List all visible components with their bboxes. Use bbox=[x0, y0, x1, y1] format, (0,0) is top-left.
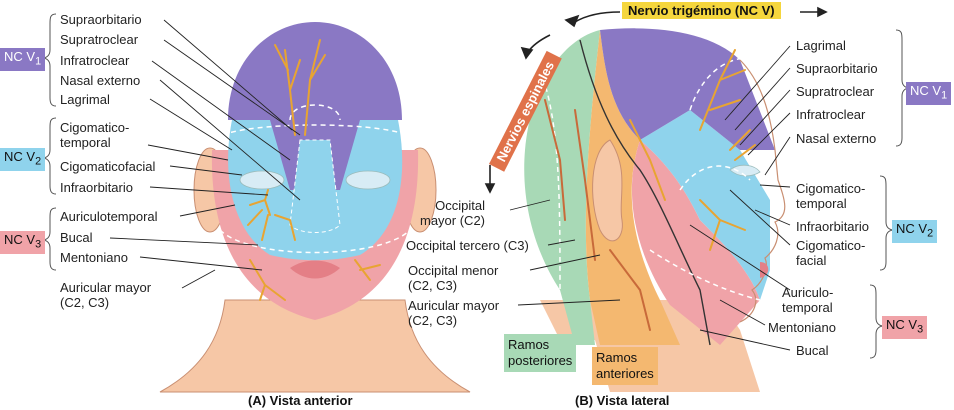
nc-v3-sub: 3 bbox=[35, 238, 42, 251]
ramos-anteriores-line1: Ramos bbox=[596, 350, 638, 365]
label-auriculo-temporal-lateral-line2: temporal bbox=[782, 300, 833, 315]
label-bucal-lateral: Bucal bbox=[796, 343, 829, 358]
label-cigomatico-temporal-line1: Cigomatico- bbox=[60, 120, 130, 135]
nc-v1-prefix: NC V bbox=[4, 49, 36, 64]
label-cigomatico-temporal-lateral: Cigomatico- temporal bbox=[796, 181, 865, 211]
label-mentoniano-anterior: Mentoniano bbox=[60, 250, 128, 265]
label-occipital-tercero: Occipital tercero (C3) bbox=[406, 238, 529, 253]
label-auricular-mayor-lateral-line1: Auricular mayor bbox=[408, 298, 500, 313]
anterior-head bbox=[159, 22, 471, 393]
label-cigomatico-temporal-lateral-line2: temporal bbox=[796, 196, 847, 211]
label-infratroclear-lateral: Infratroclear bbox=[796, 107, 866, 122]
label-auricular-mayor-line2: (C2, C3) bbox=[60, 295, 110, 310]
label-auriculo-temporal-lateral: Auriculo- temporal bbox=[782, 285, 833, 315]
label-auriculo-temporal-lateral-line1: Auriculo- bbox=[782, 285, 834, 300]
label-auriculotemporal-anterior: Auriculotemporal bbox=[60, 209, 158, 224]
label-lagrimal-anterior: Lagrimal bbox=[60, 92, 110, 107]
label-supratroclear-anterior: Supratroclear bbox=[60, 32, 139, 47]
nc-v3-prefix: NC V bbox=[4, 232, 36, 247]
label-cigomatico-facial-lateral-line2: facial bbox=[796, 253, 827, 268]
label-infraorbitario-lateral: Infraorbitario bbox=[796, 219, 869, 234]
nc-v1-sub: 1 bbox=[35, 55, 42, 68]
label-auricular-mayor-anterior: Auricular mayor (C2, C3) bbox=[60, 280, 151, 310]
trigeminal-label: Nervio trigémino (NC V) bbox=[622, 2, 781, 19]
ramos-posteriores-box: Ramos posteriores bbox=[504, 334, 577, 372]
label-cigomatico-facial-lateral: Cigomatico- facial bbox=[796, 238, 865, 268]
lateral-braces bbox=[869, 29, 911, 359]
caption-lateral: (B) Vista lateral bbox=[575, 393, 670, 408]
label-occipital-mayor-line2: mayor (C2) bbox=[420, 213, 486, 228]
label-supratroclear-lateral: Supratroclear bbox=[796, 84, 875, 99]
label-cigomatico-temporal-lateral-line1: Cigomatico- bbox=[796, 181, 866, 196]
nc-v3-box-anterior: NC V3 bbox=[0, 231, 46, 254]
ramos-anteriores-line2: anteriores bbox=[596, 366, 654, 381]
nc-v1-lateral-sub: 1 bbox=[941, 89, 948, 102]
label-supraorbitario-anterior: Supraorbitario bbox=[60, 12, 142, 27]
anterior-leader-lines bbox=[109, 19, 301, 289]
nc-v3-lateral-sub: 3 bbox=[917, 323, 924, 336]
nc-v2-prefix: NC V bbox=[4, 149, 36, 164]
label-occipital-menor-line2: (C2, C3) bbox=[408, 278, 458, 293]
label-nasal-externo-anterior: Nasal externo bbox=[60, 73, 141, 88]
label-cigomatico-facial-lateral-line1: Cigomatico- bbox=[796, 238, 866, 253]
label-infraorbitario-anterior: Infraorbitario bbox=[60, 180, 133, 195]
label-auricular-mayor-lateral-line2: (C2, C3) bbox=[408, 313, 458, 328]
nc-v2-lateral-prefix: NC V bbox=[896, 221, 928, 236]
lateral-head bbox=[524, 28, 786, 392]
label-auricular-mayor-lateral: Auricular mayor (C2, C3) bbox=[408, 298, 499, 328]
label-bucal-anterior: Bucal bbox=[60, 230, 93, 245]
nc-v1-box-lateral: NC V1 bbox=[906, 82, 952, 105]
label-cigomatico-temporal-line2: temporal bbox=[60, 135, 111, 150]
nc-v1-box-anterior: NC V1 bbox=[0, 48, 46, 71]
label-infratroclear-anterior: Infratroclear bbox=[60, 53, 130, 68]
label-occipital-menor-line1: Occipital menor bbox=[408, 263, 499, 278]
nc-v2-sub: 2 bbox=[35, 155, 42, 168]
label-occipital-menor: Occipital menor (C2, C3) bbox=[408, 263, 498, 293]
label-nasal-externo-lateral: Nasal externo bbox=[796, 131, 877, 146]
label-mentoniano-lateral: Mentoniano bbox=[768, 320, 836, 335]
label-auricular-mayor-line1: Auricular mayor bbox=[60, 280, 152, 295]
ramos-posteriores-line1: Ramos bbox=[508, 337, 550, 352]
nc-v2-box-lateral: NC V2 bbox=[892, 220, 938, 243]
label-occipital-mayor: Occipital mayor (C2) bbox=[420, 198, 485, 228]
nc-v3-box-lateral: NC V3 bbox=[882, 316, 928, 339]
label-lagrimal-lateral: Lagrimal bbox=[796, 38, 846, 53]
caption-anterior: (A) Vista anterior bbox=[248, 393, 353, 408]
nc-v2-lateral-sub: 2 bbox=[927, 227, 934, 240]
nc-v2-box-anterior: NC V2 bbox=[0, 148, 46, 171]
ramos-anteriores-box: Ramos anteriores bbox=[592, 347, 658, 385]
label-cigomaticofacial-anterior: Cigomaticofacial bbox=[60, 159, 156, 174]
label-occipital-mayor-line1: Occipital bbox=[435, 198, 486, 213]
label-cigomatico-temporal-anterior: Cigomatico- temporal bbox=[60, 120, 129, 150]
lateral-leader-lines bbox=[509, 45, 791, 351]
nc-v3-lateral-prefix: NC V bbox=[886, 317, 918, 332]
nc-v1-lateral-prefix: NC V bbox=[910, 83, 942, 98]
label-supraorbitario-lateral: Supraorbitario bbox=[796, 61, 878, 76]
direction-arrows bbox=[484, 6, 828, 194]
ramos-posteriores-line2: posteriores bbox=[508, 353, 573, 368]
